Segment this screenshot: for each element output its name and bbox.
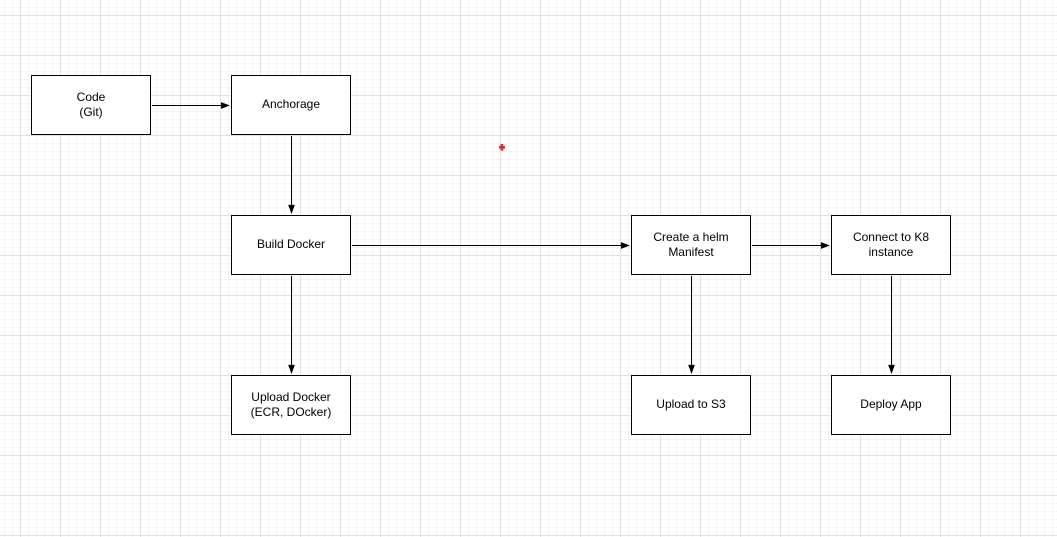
node-connect-to-k8[interactable]: Connect to K8 instance bbox=[831, 215, 951, 275]
node-code-git-label: Code (Git) bbox=[76, 89, 106, 119]
node-upload-docker-label: Upload Docker (ECR, DOcker) bbox=[250, 389, 332, 419]
node-connect-to-k8-label: Connect to K8 instance bbox=[852, 229, 930, 259]
node-upload-to-s3[interactable]: Upload to S3 bbox=[631, 375, 751, 435]
node-deploy-app-label: Deploy App bbox=[860, 397, 922, 412]
node-anchorage-label: Anchorage bbox=[261, 97, 321, 112]
node-upload-to-s3-label: Upload to S3 bbox=[656, 397, 726, 412]
node-deploy-app[interactable]: Deploy App bbox=[831, 375, 951, 435]
node-upload-docker[interactable]: Upload Docker (ECR, DOcker) bbox=[231, 375, 351, 435]
node-create-helm-manifest[interactable]: Create a helm Manifest bbox=[631, 215, 751, 275]
node-build-docker[interactable]: Build Docker bbox=[231, 215, 351, 275]
node-anchorage[interactable]: Anchorage bbox=[231, 75, 351, 135]
node-code-git[interactable]: Code (Git) bbox=[31, 75, 151, 135]
node-build-docker-label: Build Docker bbox=[256, 237, 326, 252]
red-point-marker bbox=[499, 144, 505, 151]
node-create-helm-manifest-label: Create a helm Manifest bbox=[653, 229, 729, 259]
